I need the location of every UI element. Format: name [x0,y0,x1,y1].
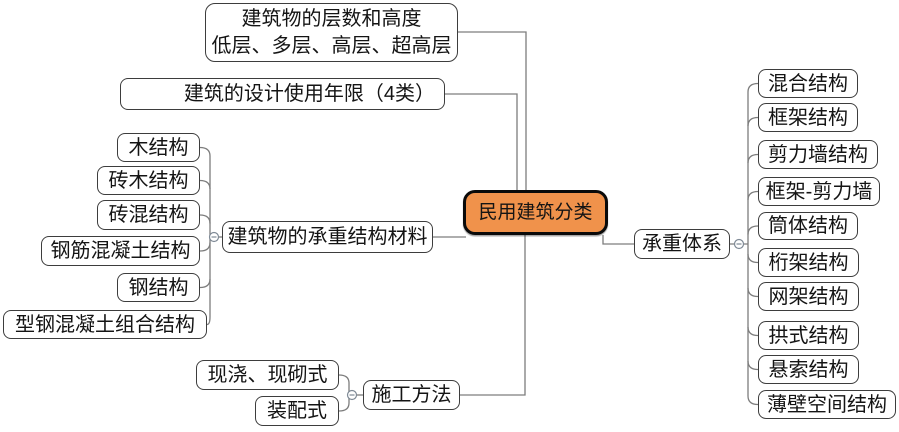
material-label: 砖木结构 [108,169,189,192]
load-bearing-system-label: 承重体系 [642,233,722,255]
node-load-bearing-system[interactable]: 承重体系 [634,229,730,259]
node-system-shearwall[interactable]: 剪力墙结构 [758,140,878,169]
node-design-life[interactable]: 建筑的设计使用年限（4类） [120,78,445,110]
edge-bearing-child [747,82,759,93]
node-system-spaceframe[interactable]: 网架结构 [758,282,859,311]
edge-bearing-child [747,190,759,201]
construction-method-label: 施工方法 [371,384,452,406]
edge-materials-child [199,214,211,224]
material-label: 钢结构 [128,276,189,299]
edge-bearing-child [747,326,759,337]
node-system-truss[interactable]: 桁架结构 [758,248,859,277]
edge-bearing-child [747,360,759,371]
edge-construction-child [338,402,350,412]
material-label: 钢筋混凝土结构 [50,240,191,262]
material-label: 型钢混凝土组合结构 [15,313,195,336]
node-material-steel[interactable]: 钢结构 [117,273,200,302]
node-floors-height[interactable]: 建筑物的层数和高度 低层、多层、高层、超高层 [205,3,458,62]
node-material-steel-concrete-composite[interactable]: 型钢混凝土组合结构 [3,310,207,339]
node-castinplace[interactable]: 现浇、现砌式 [196,360,339,390]
edge-materials-child [199,242,211,252]
system-label: 框架结构 [768,106,848,129]
system-label: 薄壁空间结构 [767,393,887,416]
system-label: 桁架结构 [768,251,849,274]
node-prefabricated[interactable]: 装配式 [255,396,339,426]
edge-materials-child [206,316,211,326]
system-label: 混合结构 [768,72,848,95]
node-system-tube[interactable]: 筒体结构 [758,212,858,240]
floors-height-line1: 建筑物的层数和高度 [241,7,422,30]
system-label: 框架-剪力墙 [765,180,873,203]
node-material-brick-concrete[interactable]: 砖混结构 [97,200,200,230]
node-material-reinforced-concrete[interactable]: 钢筋混凝土结构 [41,236,200,266]
edge-bearing-child [747,225,759,235]
node-system-thinshell[interactable]: 薄壁空间结构 [758,390,896,419]
edge-bearing-child [747,116,759,127]
node-material-wood[interactable]: 木结构 [117,133,200,162]
node-material-brick-wood[interactable]: 砖木结构 [97,166,200,195]
material-label: 砖混结构 [108,204,189,226]
edge-construction-child [338,374,350,384]
collapse-button-construction[interactable] [346,389,358,401]
system-label: 拱式结构 [768,324,849,347]
node-load-bearing-materials[interactable]: 建筑物的承重结构材料 [222,221,433,253]
node-construction-method[interactable]: 施工方法 [363,380,460,410]
node-system-arch[interactable]: 拱式结构 [758,321,859,350]
node-system-frame-shearwall[interactable]: 框架-剪力墙 [758,177,880,206]
edge-materials-child [199,179,211,190]
edge-bearing-child [747,153,759,164]
edge-materials-child [199,146,211,157]
edge-bearing-child [747,253,759,264]
node-system-frame[interactable]: 框架结构 [758,103,858,132]
load-bearing-materials-label: 建筑物的承重结构材料 [227,226,428,248]
collapse-button-bearing[interactable] [733,238,745,250]
edge-bearing-center [602,235,634,245]
system-label: 筒体结构 [768,215,848,237]
material-label: 木结构 [128,136,189,159]
node-central-topic[interactable]: 民用建筑分类 [463,190,608,235]
collapse-button-materials[interactable] [208,231,220,243]
edge-designlife-center [445,93,518,190]
edge-bearing-child [747,395,759,406]
edge-bearing-child [747,287,759,298]
system-label: 剪力墙结构 [768,143,868,166]
construction-child-label: 装配式 [267,400,327,422]
edge-materials-child [199,278,211,289]
edge-floors-center [458,31,527,190]
design-life-label: 建筑的设计使用年限（4类） [183,83,435,105]
node-system-mixed[interactable]: 混合结构 [758,69,858,98]
floors-height-line2: 低层、多层、高层、超高层 [211,34,452,57]
central-topic-label: 民用建筑分类 [478,202,593,223]
system-label: 悬索结构 [768,358,849,381]
system-label: 网架结构 [768,285,849,308]
construction-child-label: 现浇、现砌式 [207,364,328,386]
edge-construction-center [460,235,526,396]
node-system-suspension[interactable]: 悬索结构 [758,355,859,384]
